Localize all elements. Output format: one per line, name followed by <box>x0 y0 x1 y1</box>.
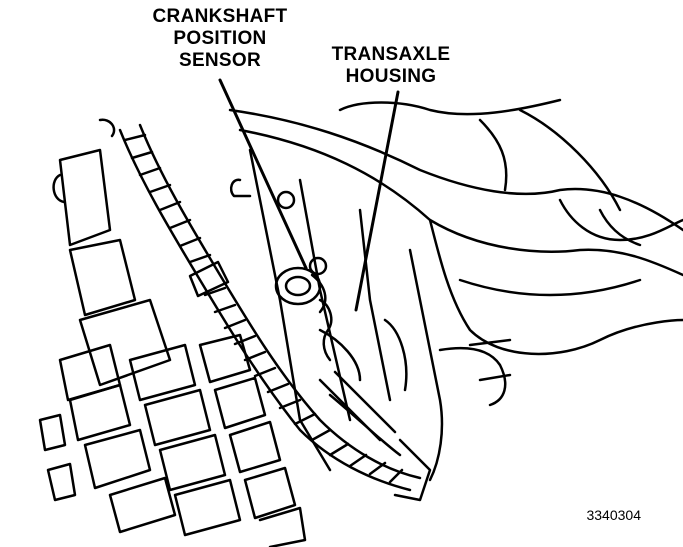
crankshaft-sensor-drawing <box>229 178 333 362</box>
label-line: TRANSAXLE <box>331 44 451 65</box>
grille-drawing <box>38 148 307 547</box>
wiring-harness-drawing <box>98 118 432 502</box>
transaxle-housing-label: TRANSAXLE HOUSING <box>322 44 460 88</box>
transaxle-housing-drawing <box>228 98 683 482</box>
label-line: CRANKSHAFT <box>152 6 288 27</box>
label-line: HOUSING <box>345 66 437 87</box>
leader-lines <box>218 78 400 312</box>
figure-number: 3340304 <box>586 507 641 523</box>
label-line: POSITION <box>173 28 267 49</box>
label-line: SENSOR <box>178 50 262 71</box>
crankshaft-position-sensor-label: CRANKSHAFT POSITION SENSOR <box>140 6 300 72</box>
